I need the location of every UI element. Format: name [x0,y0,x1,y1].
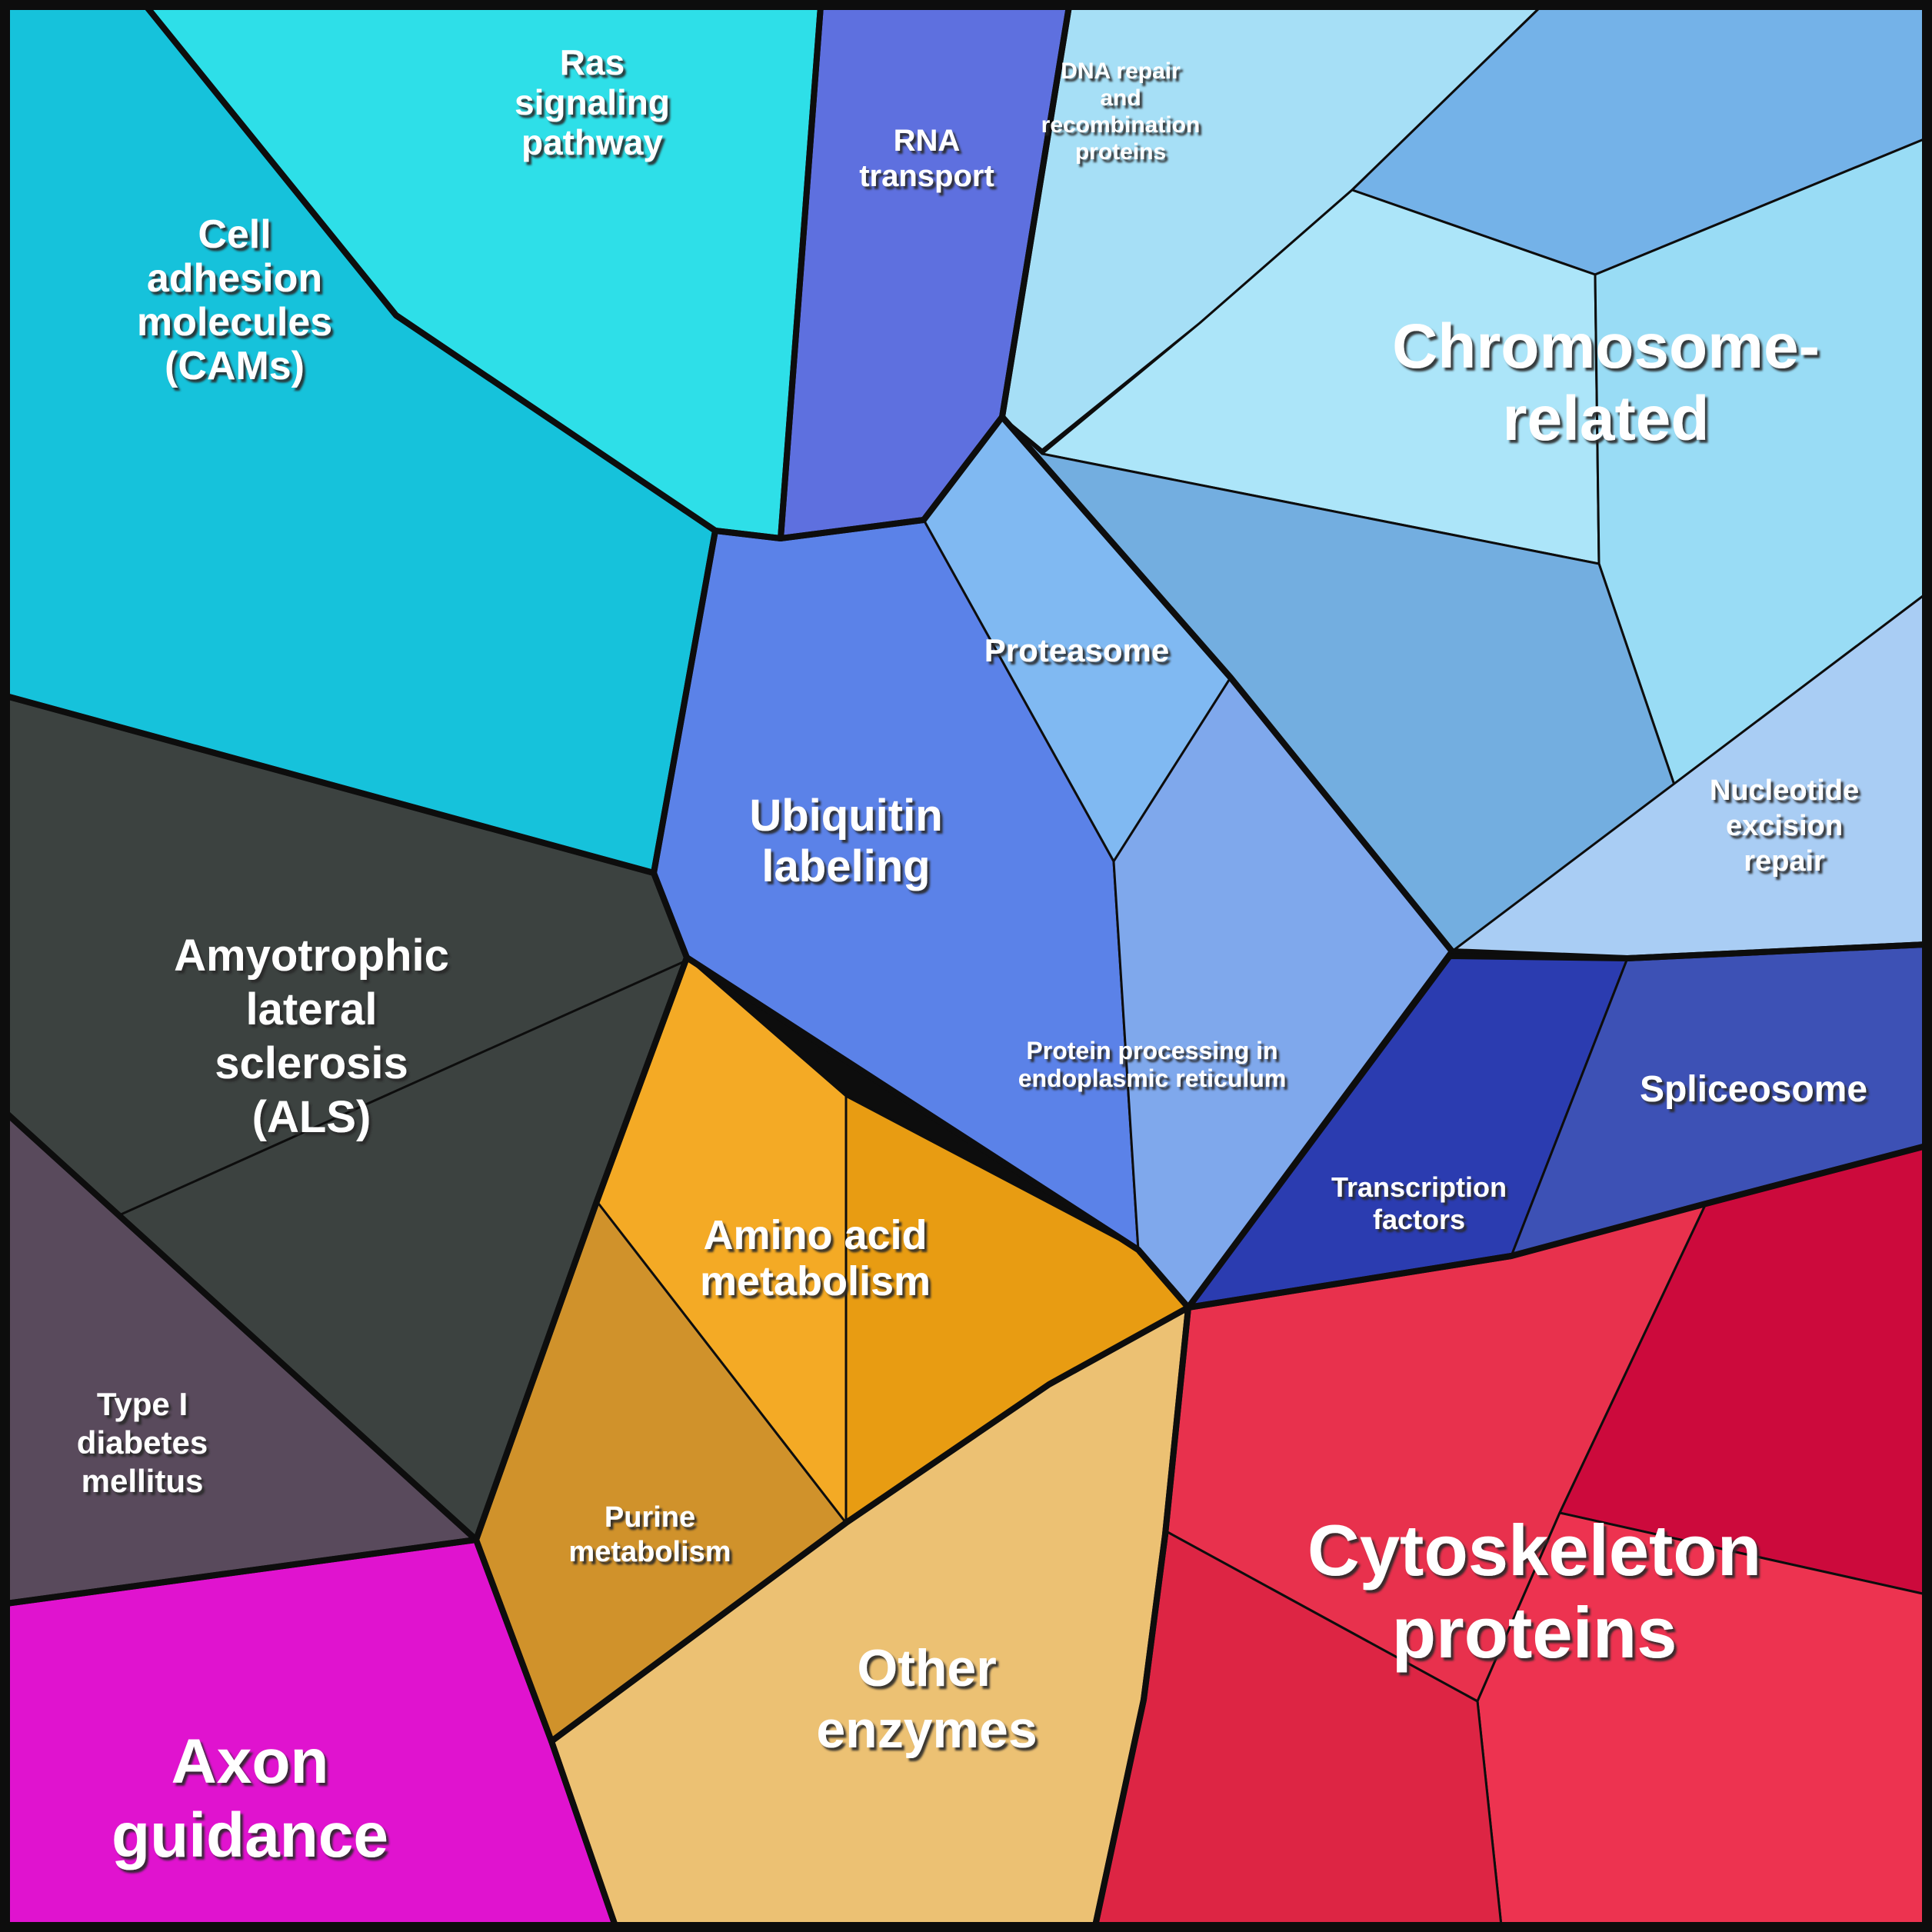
label-amino-line: Amino acid [703,1212,927,1258]
label-cams-line: Cell [198,212,271,257]
label-ubiquitin-line: labeling [761,841,930,891]
label-tf-line: factors [1373,1204,1465,1235]
label-proteasome-line: Proteasome [984,632,1169,668]
label-protein-processing-line: Protein processing in [1026,1037,1277,1064]
label-other-line: Other [857,1639,996,1697]
label-rna-line: transport [859,159,994,193]
label-spliceosome: Spliceosome [1640,1069,1867,1110]
label-spliceosome-line: Spliceosome [1640,1069,1867,1110]
label-als-line: lateral [246,984,378,1034]
label-chromosome-line: related [1503,384,1710,454]
label-cytoskeleton-line: Cytoskeleton [1307,1510,1761,1591]
internal-lines-layer [118,960,685,1217]
label-als-line: sclerosis [215,1038,408,1088]
label-amino-line: metabolism [700,1258,931,1304]
label-purine-line: metabolism [568,1536,731,1568]
label-type1-line: diabetes [77,1424,208,1461]
label-dna-line: DNA repair [1061,58,1181,84]
label-cams-line: molecules [137,300,332,345]
label-dna-line: recombination [1041,112,1201,138]
label-ras-line: pathway [521,122,663,162]
label-protein-processing-line: endoplasmic reticulum [1018,1064,1287,1092]
label-rna-line: RNA [894,124,961,158]
label-axon-line: Axon [172,1727,329,1797]
label-als-line: (ALS) [252,1092,371,1142]
label-cams-line: (CAMs) [165,344,305,388]
label-als-line: Amyotrophic [174,931,449,981]
label-purine-line: Purine [605,1501,695,1534]
label-ner-line: excision [1726,810,1843,842]
label-dna-line: proteins [1075,139,1166,165]
label-cams-line: adhesion [147,256,322,301]
label-cytoskeleton-line: proteins [1392,1592,1677,1673]
label-dna-line: and [1100,85,1141,111]
label-proteasome: Proteasome [984,632,1169,668]
label-other-line: enzymes [816,1700,1037,1759]
line-als-subdivision [118,960,685,1217]
label-chromosome-line: Chromosome- [1392,311,1820,381]
label-ner-line: repair [1744,845,1825,878]
label-chromosome: Chromosome-related [1392,311,1820,454]
label-ner-line: Nucleotide [1710,774,1859,807]
label-ras-line: signaling [515,82,670,122]
label-tf-line: Transcription [1331,1171,1507,1203]
label-type1-line: Type I [97,1386,188,1422]
label-type1-line: mellitus [82,1463,204,1499]
labels-layer: Celladhesionmolecules(CAMs)Rassignalingp… [77,42,1867,1870]
label-ras-line: Ras [560,42,625,82]
label-axon-line: guidance [112,1800,388,1870]
label-ubiquitin-line: Ubiquitin [749,791,942,841]
